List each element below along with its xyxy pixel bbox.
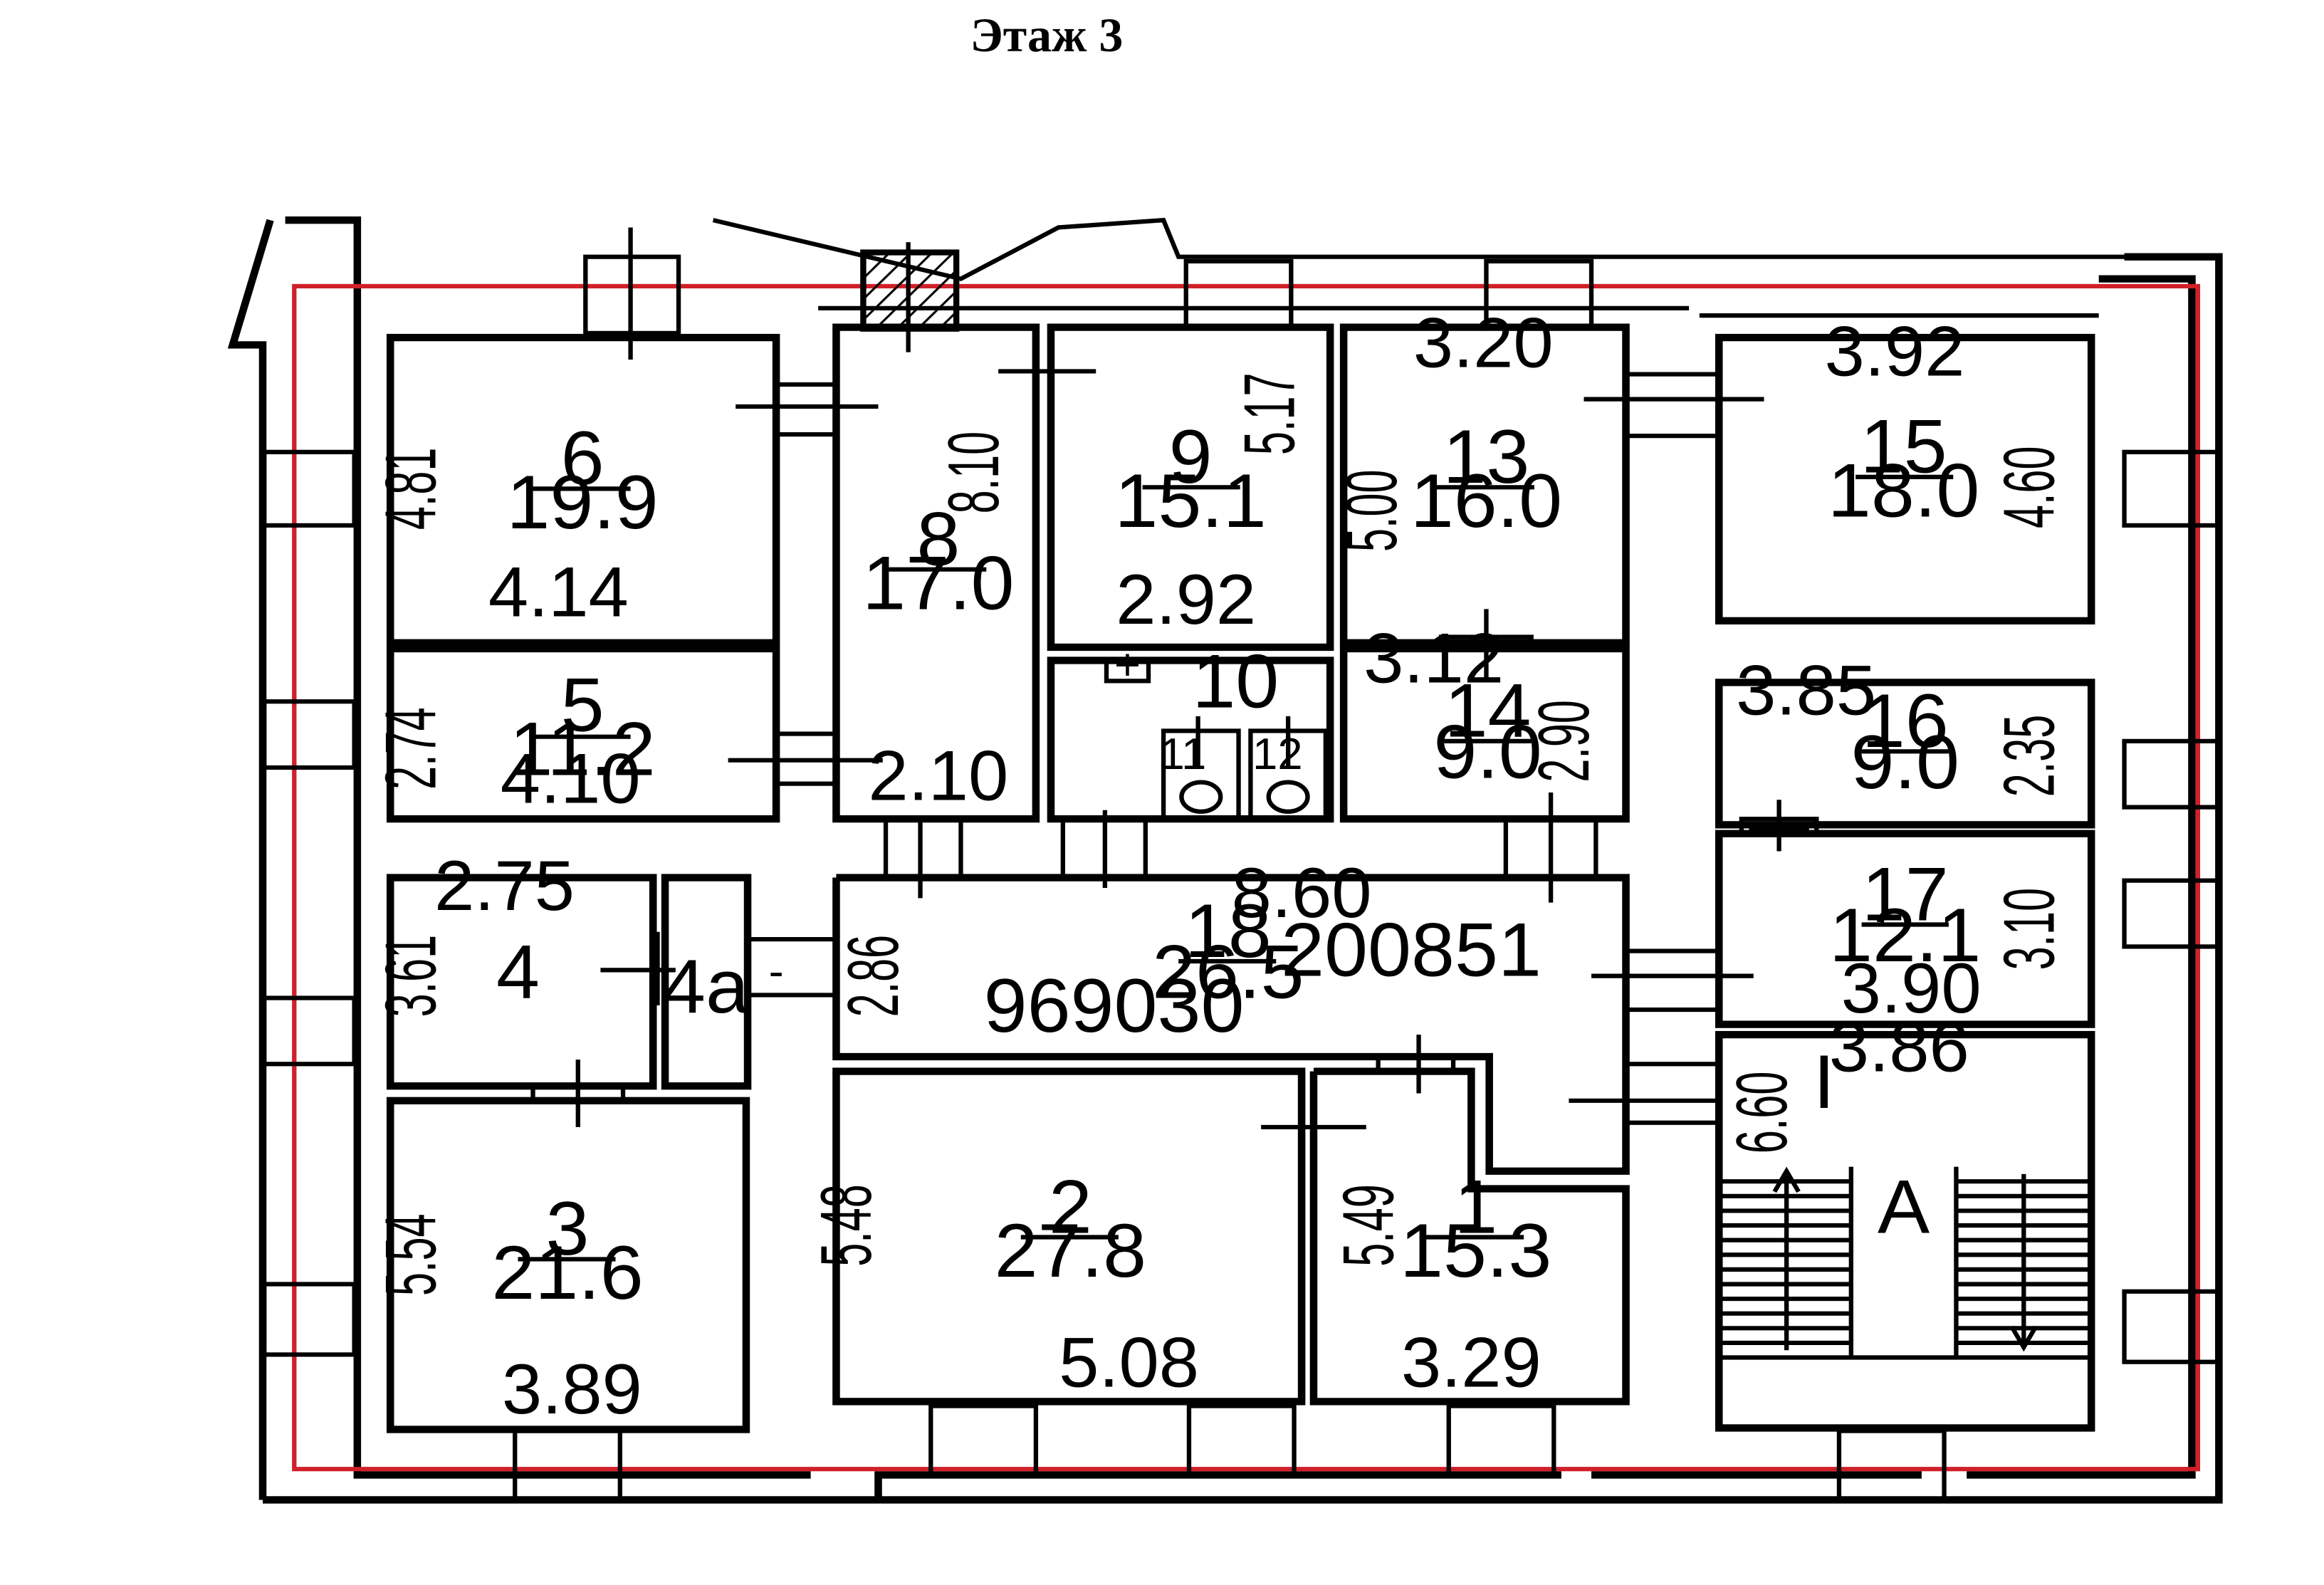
room-9-area: 15.1 <box>1114 458 1266 543</box>
room-8-number: 8 <box>916 496 960 582</box>
room-4a-number: 4а <box>662 943 750 1029</box>
page-title: Этаж 3 <box>970 8 1124 62</box>
room-16-area: 9.0 <box>1851 719 1959 805</box>
room-labels: 6 19.9 5 11.2 8 17.0 9 15.1 13 16.0 15 1… <box>491 404 1981 1315</box>
room-15-area: 18.0 <box>1828 448 1979 533</box>
room-1-number: 1 <box>1454 1163 1497 1249</box>
dim-r9-width: 2.92 <box>1116 560 1256 639</box>
room-14-area: 9.0 <box>1433 709 1542 795</box>
dim-r18-width: 8.60 <box>1232 854 1372 933</box>
room-8-area: 17.0 <box>862 540 1014 625</box>
wc-label-11: 11 <box>1160 730 1207 779</box>
code-969030: 969030 <box>984 963 1245 1048</box>
dim-r4-width: 2.75 <box>434 847 575 926</box>
dim-rI-width: 3.86 <box>1829 1008 1969 1087</box>
room-13-number: 13 <box>1443 414 1529 499</box>
dim-rI-height: 6.60 <box>1722 1072 1802 1154</box>
room-3-area: 21.6 <box>491 1230 643 1315</box>
dim-r15-height: 4.60 <box>1989 446 2069 529</box>
dim-r4-height: 3.61 <box>370 935 451 1018</box>
plus-sign: + <box>1114 640 1141 689</box>
dim-r13-height: 5.00 <box>1331 470 1411 553</box>
room-6-number: 6 <box>561 415 604 501</box>
stair-label: А <box>1878 1163 1930 1249</box>
dim-r2-height: 5.48 <box>805 1184 886 1267</box>
room-3-number: 3 <box>546 1186 590 1271</box>
dim-r14-height: 2.90 <box>1523 700 1603 783</box>
room-13-area: 16.0 <box>1410 458 1562 543</box>
dim-r8-width: 2.10 <box>868 736 1008 815</box>
room-18-area: 26.5 <box>1152 929 1304 1015</box>
dim-r16-height: 2.35 <box>1989 715 2069 797</box>
room-2-number: 2 <box>1049 1163 1092 1249</box>
dim-r6-height: 4.81 <box>370 448 451 530</box>
room-6-area: 19.9 <box>506 459 658 545</box>
dim-r1-height: 5.49 <box>1328 1184 1408 1267</box>
code-200851: 200851 <box>1281 907 1542 993</box>
boundary-line <box>292 283 2201 1472</box>
doors <box>530 227 1819 1167</box>
room-1-area: 15.3 <box>1400 1208 1551 1293</box>
room-17-area: 12.1 <box>1829 892 1981 978</box>
room-9-number: 9 <box>1169 414 1213 499</box>
stairs <box>1719 1166 2092 1352</box>
windows <box>261 254 2220 1502</box>
dim-r13-width: 3.20 <box>1413 303 1554 382</box>
room-14-number: 14 <box>1445 668 1532 753</box>
wc-label-12: 12 <box>1252 730 1302 779</box>
dim-r18-height: 2.86 <box>832 935 913 1018</box>
dim-r17-height: 3.10 <box>1989 888 2069 971</box>
dim-r5-height: 2.74 <box>370 707 451 790</box>
room-18-number: 18 <box>1185 888 1272 973</box>
dim-r15-width: 3.92 <box>1824 313 1964 392</box>
room-2-area: 27.8 <box>995 1208 1146 1293</box>
dim-r6-width: 4.14 <box>488 553 629 632</box>
dim-r14-width: 3.12 <box>1363 619 1504 698</box>
room-5-area: 11.2 <box>509 706 655 791</box>
dim-r3-height: 5.54 <box>370 1213 451 1296</box>
room-15-number: 15 <box>1860 404 1947 489</box>
room-16-number: 16 <box>1862 678 1949 763</box>
room-17-number: 17 <box>1862 851 1949 936</box>
room-10-number: 10 <box>1192 639 1279 724</box>
wc-fixtures <box>1104 658 1328 822</box>
area-fraction-lines <box>518 474 1954 1262</box>
dim-r16-width: 3.85 <box>1736 652 1876 731</box>
dimension-labels: 4.81 4.14 2.74 4.10 8.10 2.10 5.17 2.92 … <box>370 303 2069 1428</box>
dim-r9-height: 5.17 <box>1229 372 1309 455</box>
dim-r17-width: 3.90 <box>1841 949 1982 1028</box>
dim-r3-width: 3.89 <box>502 1350 642 1429</box>
room-5-number: 5 <box>561 662 604 748</box>
room-I-number: I <box>1813 1039 1835 1124</box>
minus-sign: - <box>769 947 784 996</box>
room-4-number: 4 <box>496 929 540 1015</box>
dim-r1-width: 3.29 <box>1401 1324 1542 1403</box>
dim-r2-width: 5.08 <box>1059 1324 1199 1403</box>
dim-r8-height: 8.10 <box>933 431 1014 514</box>
dim-r5-width: 4.10 <box>501 739 641 818</box>
